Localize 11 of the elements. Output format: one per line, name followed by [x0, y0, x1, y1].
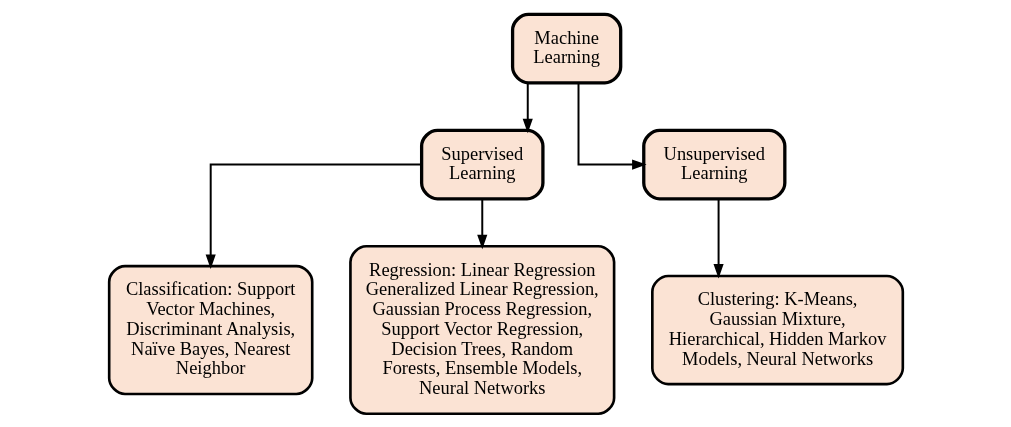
arrow	[476, 197, 487, 249]
arrow	[522, 81, 533, 133]
node-box: Clustering: K-Means, Gaussian Mixture, Hierarchical, Hidden Markov Models, Neural Networks	[650, 274, 904, 385]
node-box: Machine Learning	[510, 12, 622, 84]
arrow	[713, 197, 724, 279]
node-box: Supervised Learning	[419, 128, 545, 200]
node-box: Regression: Linear Regression Generalized Linear Regression, Gaussian Process Regression, Support Vector Regression, Decision Trees, Random Forests, Ensemble Models, Neural Networks	[348, 244, 615, 415]
node-box: Classification: Support Vector Machines, Discriminant Analysis, Naïve Bayes, Nearest Neighbor	[107, 264, 314, 395]
node-box: Unsupervised Learning	[641, 128, 786, 200]
arrow	[577, 81, 647, 170]
arrow	[205, 163, 422, 269]
